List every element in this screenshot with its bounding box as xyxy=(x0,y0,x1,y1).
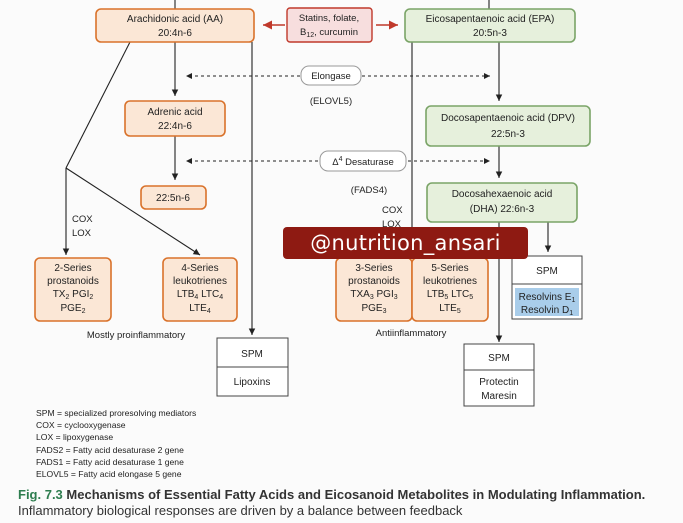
svg-text:Lipoxins: Lipoxins xyxy=(234,377,271,388)
legend: SPM = specialized proresolving mediators… xyxy=(36,407,196,480)
pathway-diagram: Arachidonic acid (AA) 20:4n-6 Statins, f… xyxy=(34,0,591,407)
svg-text:22:5n-3: 22:5n-3 xyxy=(491,129,525,140)
svg-text:LTE5: LTE5 xyxy=(439,303,461,315)
cox-lox-right: COX LOX xyxy=(382,205,403,230)
node-4-series: 4-Series leukotrienes LTB4 LTC4 LTE4 xyxy=(162,257,238,322)
svg-text:SPM: SPM xyxy=(488,353,510,364)
svg-text:Docosapentaenoic acid (DPV): Docosapentaenoic acid (DPV) xyxy=(441,113,575,124)
figure-text: Inflammatory biological responses are dr… xyxy=(18,503,463,518)
legend-item: SPM = specialized proresolving mediators xyxy=(36,408,197,418)
svg-text:Δ4 Desaturase: Δ4 Desaturase xyxy=(332,156,394,168)
svg-text:prostanoids: prostanoids xyxy=(348,276,400,287)
svg-text:20:5n-3: 20:5n-3 xyxy=(473,28,507,39)
watermark: @nutrition_ansari xyxy=(283,227,528,259)
node-epa: Eicosapentaenoic acid (EPA) 20:5n-3 xyxy=(404,8,576,43)
node-5-series: 5-Series leukotrienes LTB5 LTC5 LTE5 xyxy=(411,257,489,322)
node-spm-lipoxins: SPM Lipoxins xyxy=(216,337,289,397)
svg-text:3-Series: 3-Series xyxy=(355,263,392,274)
svg-text:SPM: SPM xyxy=(241,349,263,360)
node-2-series: 2-Series prostanoids TX2 PGI2 PGE2 xyxy=(34,257,112,322)
svg-text:LTE4: LTE4 xyxy=(189,303,211,315)
svg-text:COX: COX xyxy=(382,205,403,216)
svg-text:Elongase: Elongase xyxy=(311,71,351,82)
node-3-series: 3-Series prostanoids TXA3 PGI3 PGE3 xyxy=(335,257,413,322)
dashed-arrows xyxy=(186,73,490,164)
legend-item: FADS2 = Fatty acid desaturase 2 gene xyxy=(36,444,184,455)
svg-text:LTB4 LTC4: LTB4 LTC4 xyxy=(177,289,223,301)
svg-text:5-Series: 5-Series xyxy=(431,263,468,274)
legend-item: FADS1 = Fatty acid desaturase 1 gene xyxy=(36,456,184,467)
node-desaturase: Δ4 Desaturase (FADS4) xyxy=(319,150,407,196)
legend-item: COX = cyclooxygenase xyxy=(36,420,126,431)
svg-text:22:5n-6: 22:5n-6 xyxy=(156,193,190,204)
node-statins: Statins, folate, B12, curcumin xyxy=(286,7,373,43)
svg-text:LTB5 LTC5: LTB5 LTC5 xyxy=(427,289,473,301)
node-adrenic-acid: Adrenic acid 22:4n-6 xyxy=(124,100,226,137)
svg-text:20:4n-6: 20:4n-6 xyxy=(158,28,192,39)
figure-number: Fig. 7.3 xyxy=(18,487,63,502)
svg-text:Statins, folate,: Statins, folate, xyxy=(299,13,359,24)
svg-text:prostanoids: prostanoids xyxy=(47,276,99,287)
node-dpv: Docosapentaenoic acid (DPV) 22:5n-3 xyxy=(425,105,591,147)
node-dha: Docosahexaenoic acid (DHA) 22:6n-3 xyxy=(426,182,578,223)
svg-text:PGE3: PGE3 xyxy=(361,303,386,315)
svg-text:leukotrienes: leukotrienes xyxy=(173,276,227,287)
node-spm-protectin: SPM Protectin Maresin xyxy=(463,343,535,407)
figure-title: Mechanisms of Essential Fatty Acids and … xyxy=(66,487,646,502)
node-elongase: Elongase (ELOVL5) xyxy=(300,65,362,107)
svg-text:Arachidonic acid (AA): Arachidonic acid (AA) xyxy=(127,14,223,25)
svg-text:(ELOVL5): (ELOVL5) xyxy=(310,96,352,107)
svg-text:COX: COX xyxy=(72,214,93,225)
label-antiinflammatory: Antiinflammatory xyxy=(376,328,447,339)
node-arachidonic-acid: Arachidonic acid (AA) 20:4n-6 xyxy=(95,8,255,43)
svg-text:TX2 PGI2: TX2 PGI2 xyxy=(53,289,94,301)
svg-text:2-Series: 2-Series xyxy=(54,263,91,274)
svg-text:Docosahexaenoic acid: Docosahexaenoic acid xyxy=(452,189,553,200)
label-proinflammatory: Mostly proinflammatory xyxy=(87,330,185,341)
svg-text:Eicosapentaenoic acid (EPA): Eicosapentaenoic acid (EPA) xyxy=(426,14,555,25)
svg-text:(FADS4): (FADS4) xyxy=(351,185,387,196)
svg-text:Protectin: Protectin xyxy=(479,377,518,388)
svg-text:Maresin: Maresin xyxy=(481,391,517,402)
legend-item: ELOVL5 = Fatty acid elongase 5 gene xyxy=(36,469,182,480)
svg-text:4-Series: 4-Series xyxy=(181,263,218,274)
cox-lox-left: COX LOX xyxy=(72,214,93,239)
figure-caption: Fig. 7.3 Mechanisms of Essential Fatty A… xyxy=(18,487,668,519)
node-spm-resolvins: SPM Resolvins E1 Resolvin D1 xyxy=(511,255,583,320)
svg-text:Resolvins E1: Resolvins E1 xyxy=(519,292,576,304)
svg-text:22:4n-6: 22:4n-6 xyxy=(158,121,192,132)
node-22-5n-6: 22:5n-6 xyxy=(140,185,207,210)
svg-text:TXA3 PGI3: TXA3 PGI3 xyxy=(350,289,397,301)
svg-text:Adrenic acid: Adrenic acid xyxy=(147,107,202,118)
arrows xyxy=(62,0,552,342)
svg-text:PGE2: PGE2 xyxy=(60,303,85,315)
svg-text:(DHA) 22:6n-3: (DHA) 22:6n-3 xyxy=(470,204,535,215)
statins-line-2: B12, curcumin xyxy=(300,27,358,39)
svg-text:LOX: LOX xyxy=(382,219,402,230)
legend-item: LOX = lipoxygenase xyxy=(36,432,114,443)
svg-text:Resolvin D1: Resolvin D1 xyxy=(521,305,573,317)
svg-text:SPM: SPM xyxy=(536,266,558,277)
svg-text:leukotrienes: leukotrienes xyxy=(423,276,477,287)
svg-text:LOX: LOX xyxy=(72,228,92,239)
